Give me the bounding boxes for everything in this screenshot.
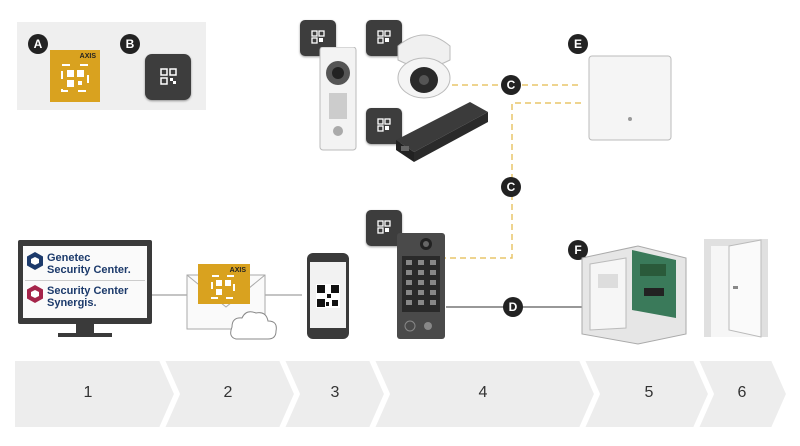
dome-camera-device <box>397 34 451 99</box>
qr-code-icon <box>160 68 177 85</box>
badge-d: D <box>503 297 523 317</box>
genetec-text: Genetec Security Center. <box>47 252 131 276</box>
synergis-logo-icon <box>27 285 43 303</box>
monitor-screen <box>23 246 147 318</box>
axis-logo: AXIS <box>229 267 246 274</box>
badge-a: A <box>28 34 48 54</box>
step-chevron-6 <box>696 360 788 428</box>
monitor-divider <box>25 280 145 281</box>
mobile-phone-qr <box>307 253 349 339</box>
step-chevron-4 <box>372 360 597 428</box>
axis-logo: AXIS <box>79 53 96 60</box>
badge-c-top: C <box>501 75 521 95</box>
step-chevron-3 <box>282 360 387 428</box>
synergis-line2: Synergis. <box>47 297 97 309</box>
qr-tile-reader <box>366 210 402 246</box>
line-c-mid <box>430 102 582 259</box>
genetec-line2: Security Center. <box>47 264 131 276</box>
monitor-stand <box>58 323 112 337</box>
door-intercom-device <box>319 47 357 151</box>
badge-e: E <box>568 34 588 54</box>
door-icon <box>704 239 768 338</box>
credential-card-email: AXIS <box>198 264 250 304</box>
genetec-line1: Genetec <box>47 252 91 264</box>
genetec-logo-icon <box>27 252 43 270</box>
synergis-text: Security Center Synergis. <box>47 285 128 309</box>
badge-c-mid: C <box>501 177 521 197</box>
qr-tile-b <box>145 54 191 100</box>
step-chevron-5 <box>582 360 711 428</box>
qr-tile-dome-camera <box>366 20 402 56</box>
step-progress-bar <box>14 360 788 428</box>
qr-code-icon <box>211 275 235 299</box>
keypad-reader-device <box>397 233 445 339</box>
step-chevron-2 <box>162 360 297 428</box>
network-door-controller <box>396 102 488 162</box>
badge-b: B <box>120 34 140 54</box>
credential-card-a: AXIS <box>50 50 100 102</box>
step-chevron-1 <box>14 360 177 428</box>
server-appliance <box>588 55 672 141</box>
badge-f: F <box>568 240 588 260</box>
door-controller-panel <box>581 245 687 345</box>
qr-tile-controller <box>366 108 402 144</box>
synergis-line1: Security Center <box>47 285 129 297</box>
qr-code-icon <box>61 64 89 92</box>
